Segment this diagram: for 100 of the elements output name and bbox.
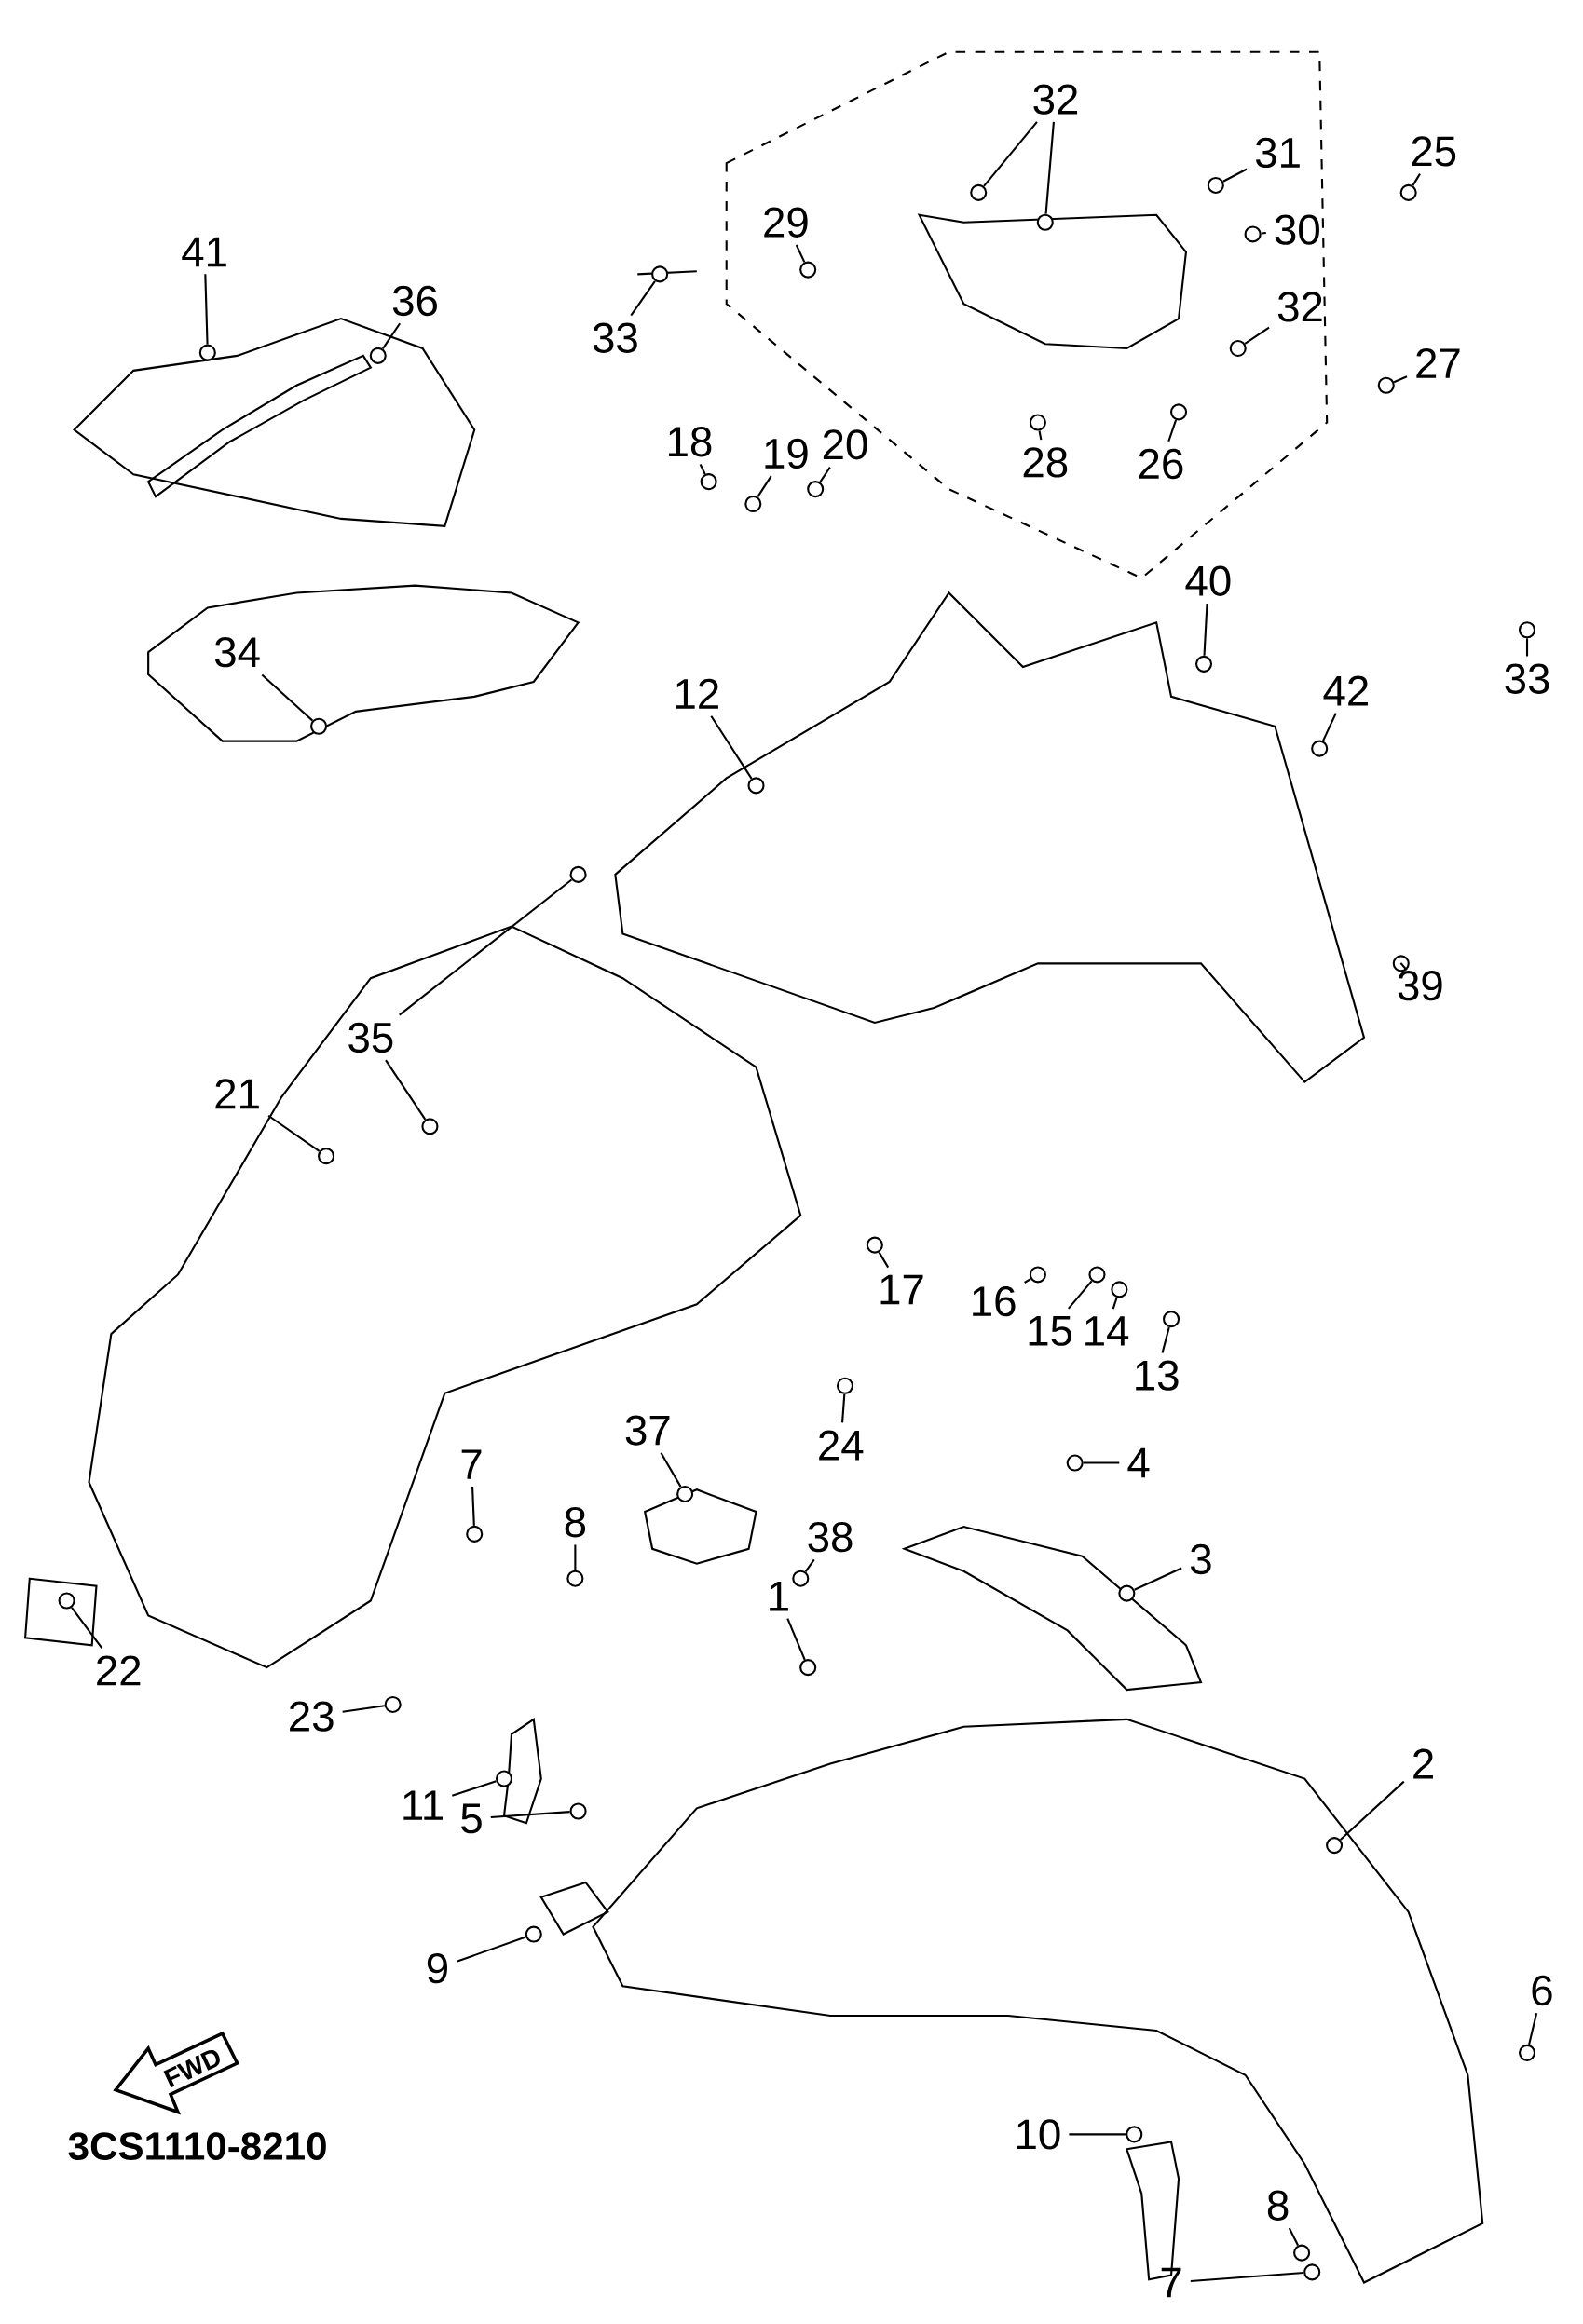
part-marker [792, 1570, 810, 1587]
part-marker [569, 1802, 587, 1820]
callout-number: 5 [460, 1803, 482, 1834]
part-marker [1518, 621, 1535, 639]
callout-number: 18 [668, 427, 712, 457]
callout-number: 29 [764, 207, 808, 238]
leader-line [1161, 1326, 1170, 1353]
part-marker [1118, 1584, 1136, 1602]
leader-line [819, 467, 831, 483]
part-marker [744, 495, 762, 513]
leader-line [757, 475, 772, 497]
callout-number: 30 [1275, 214, 1319, 245]
leader-line [1190, 2271, 1304, 2283]
leader-line [1321, 713, 1337, 741]
callout-number: 34 [214, 637, 260, 668]
leader-line [204, 274, 209, 345]
callout-number: 28 [1023, 447, 1067, 478]
leader-line [1069, 2133, 1126, 2136]
part-marker [525, 1925, 542, 1943]
callout-number: 7 [1161, 2267, 1181, 2298]
part-marker [836, 1377, 853, 1394]
callout-number: 36 [392, 285, 437, 317]
part-marker [317, 1148, 334, 1165]
callout-number: 4 [1127, 1447, 1150, 1478]
callout-number: 6 [1532, 1975, 1552, 2006]
part-marker [700, 473, 717, 491]
part-marker [421, 1118, 439, 1135]
part-marker [798, 1659, 817, 1677]
part-marker [1244, 225, 1262, 243]
part-marker [1169, 403, 1187, 421]
callout-number: 9 [427, 1953, 447, 1984]
leader-line [983, 121, 1038, 187]
leader-line [1112, 1297, 1118, 1310]
part-marker [1194, 655, 1212, 673]
callout-number: 38 [808, 1521, 853, 1553]
callout-number: 22 [97, 1655, 141, 1686]
leader-line [1261, 231, 1266, 235]
leader-line [267, 1114, 321, 1152]
part-marker [1088, 1266, 1106, 1284]
part-marker [465, 1525, 484, 1543]
part-marker [806, 481, 825, 498]
callout-number: 24 [819, 1430, 864, 1461]
leader-line [1038, 430, 1043, 441]
part-marker [676, 1485, 693, 1502]
part-code: 3CS1110-8210 [68, 2132, 326, 2161]
part-marker [1303, 2263, 1321, 2281]
part-marker [1292, 2244, 1310, 2262]
callout-number: 10 [1017, 2119, 1060, 2150]
part-marker [309, 717, 327, 735]
leader-line [1222, 168, 1248, 183]
callout-number: 32 [1033, 84, 1077, 115]
leader-line [451, 1780, 497, 1797]
callout-number: 2 [1413, 1748, 1433, 1779]
leader-line [1044, 121, 1055, 214]
part-marker [369, 347, 387, 364]
part-marker [1126, 2126, 1143, 2143]
leader-line [710, 715, 753, 780]
leader-line [70, 1607, 103, 1649]
leader-line [1412, 173, 1421, 186]
callout-number: 26 [1139, 448, 1183, 480]
leader-line [786, 1618, 806, 1661]
leader-line [1399, 962, 1408, 971]
callout-number: 31 [1255, 137, 1300, 169]
callout-number: 35 [348, 1022, 393, 1053]
callout-number: 11 [403, 1790, 443, 1820]
leader-line [574, 1544, 577, 1570]
leader-line [1023, 1278, 1031, 1284]
leader-line [699, 464, 706, 475]
callout-number: 17 [880, 1274, 923, 1305]
part-marker [1399, 183, 1417, 201]
leader-line [398, 878, 572, 1016]
callout-number: 8 [565, 1507, 585, 1538]
callout-number: 1 [770, 1582, 788, 1611]
part-marker [1162, 1311, 1180, 1328]
part-marker [1310, 740, 1329, 757]
callout-number: 32 [1277, 292, 1322, 322]
callout-number: 12 [676, 678, 718, 709]
leader-line [1339, 1780, 1405, 1841]
leader-line [381, 322, 401, 349]
part-marker [569, 865, 587, 883]
part-marker [566, 1570, 584, 1587]
callout-number: 41 [182, 237, 226, 267]
callout-number: 25 [1412, 136, 1456, 167]
callout-number: 7 [461, 1449, 482, 1479]
leader-line [795, 244, 806, 263]
callout-number: 40 [1185, 565, 1231, 596]
part-marker [866, 1236, 883, 1254]
part-marker [1066, 1454, 1084, 1472]
part-marker [198, 344, 216, 361]
leader-line [261, 673, 313, 722]
part-marker [1325, 1837, 1343, 1855]
part-marker [1392, 955, 1410, 972]
leader-line [1083, 1461, 1120, 1464]
callout-number: 8 [1267, 2190, 1289, 2221]
leader-line [878, 1251, 889, 1269]
leader-line [840, 1393, 846, 1423]
callout-number: 39 [1398, 970, 1442, 1001]
callout-number: 15 [1029, 1316, 1071, 1346]
leader-line [342, 1705, 385, 1713]
leader-line [630, 280, 656, 317]
